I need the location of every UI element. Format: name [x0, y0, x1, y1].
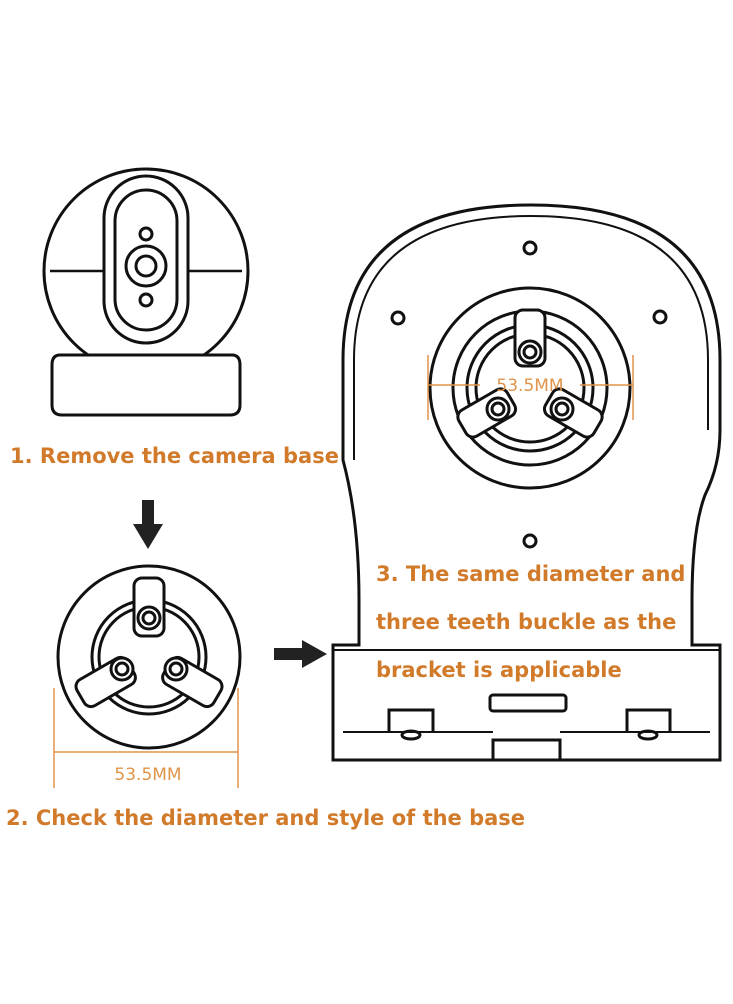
bracket-dimension-line [427, 355, 634, 420]
step3-caption-line3: bracket is applicable [376, 658, 622, 682]
step1-caption: 1. Remove the camera base [10, 444, 339, 468]
bracket-diameter-label: 53.5MM [496, 376, 563, 396]
base-dimension-line [53, 688, 239, 788]
down-arrow-icon [133, 500, 163, 549]
step3-caption-line2: three teeth buckle as the [376, 610, 677, 634]
step2-caption: 2. Check the diameter and style of the b… [6, 806, 526, 830]
base-diameter-label: 53.5MM [114, 765, 181, 785]
camera-base-illustration [56, 564, 242, 750]
right-arrow-icon [274, 640, 327, 668]
camera-illustration [42, 167, 250, 417]
step3-caption-line1: 3. The same diameter and [376, 562, 686, 586]
bracket-illustration [331, 203, 722, 762]
